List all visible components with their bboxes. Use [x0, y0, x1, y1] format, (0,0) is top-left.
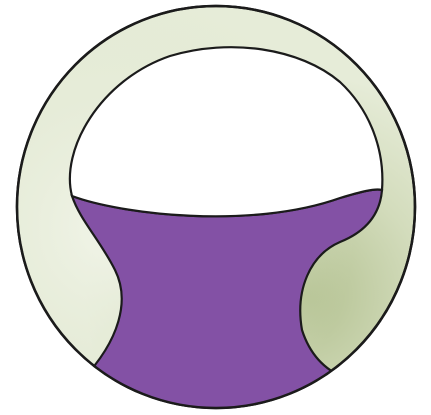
cell-cross-section-diagram	[0, 0, 431, 415]
diagram-canvas	[0, 0, 431, 415]
